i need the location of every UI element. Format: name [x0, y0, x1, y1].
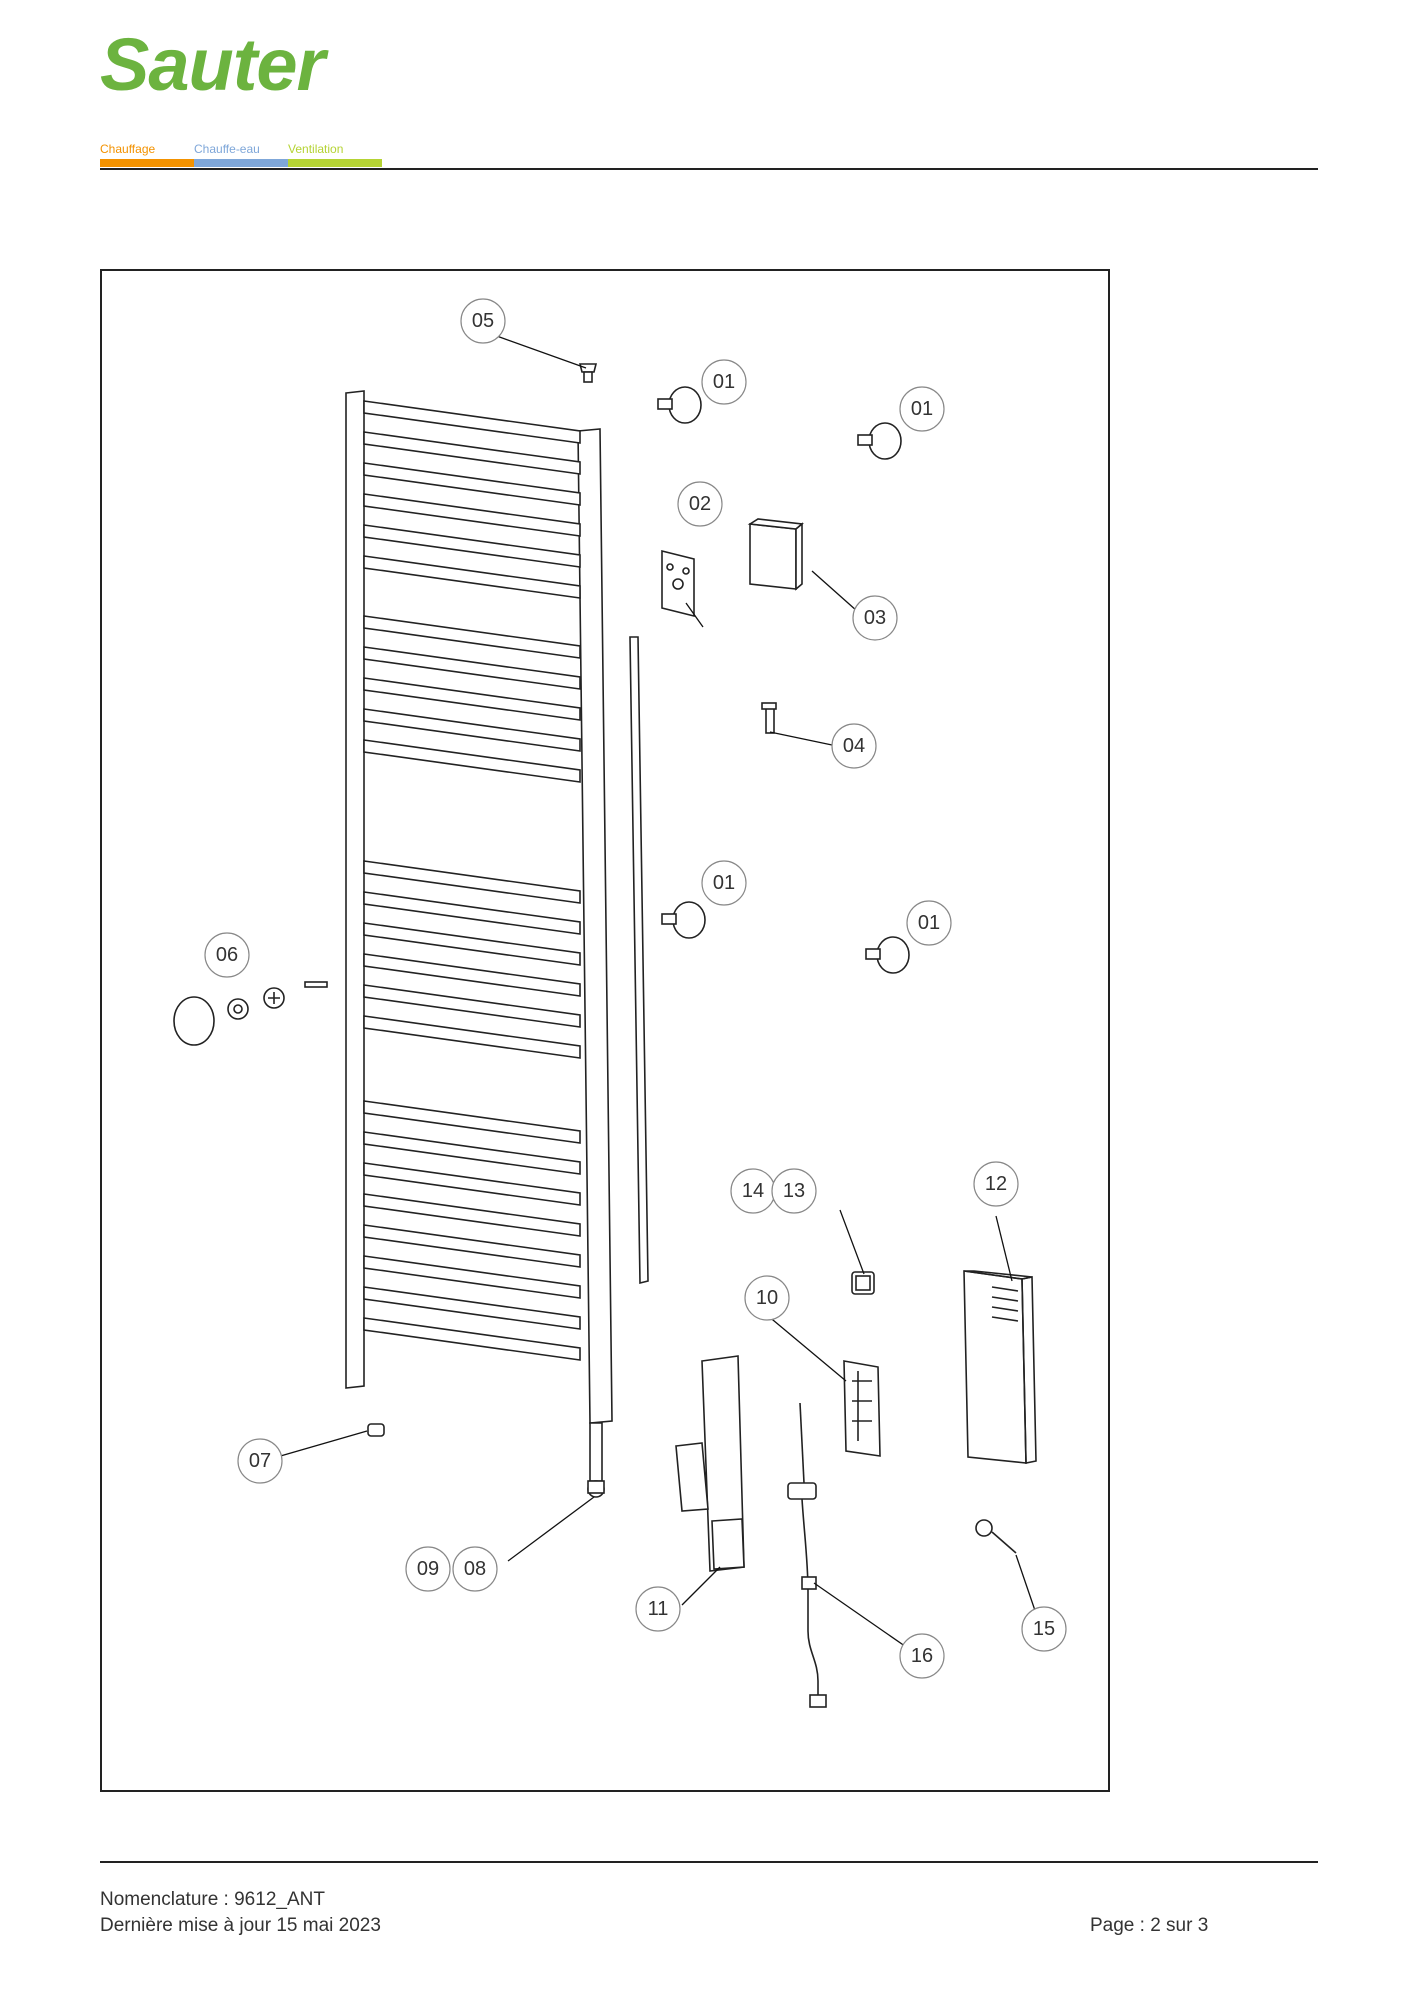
category-chauffage: Chauffage — [100, 142, 156, 156]
callout-14: 14 — [730, 1168, 776, 1214]
part-control-box — [747, 518, 804, 591]
part-wall-bracket-3 — [661, 901, 706, 939]
category-chauffe-eau: Chauffe-eau — [194, 142, 260, 156]
radiator-bar — [363, 1193, 581, 1237]
part-mounting-plate — [661, 549, 695, 618]
header-divider — [100, 168, 1318, 170]
radiator-bar — [363, 646, 581, 690]
radiator-bar — [363, 400, 581, 444]
exploded-view-frame: 05 01 01 02 03 04 01 01 06 14 13 12 10 0… — [100, 269, 1110, 1792]
callout-01-b: 01 — [899, 386, 945, 432]
part-plug — [578, 363, 598, 383]
radiator-bar — [363, 953, 581, 997]
svg-text:10: 10 — [756, 1287, 778, 1309]
callout-13: 13 — [771, 1168, 817, 1214]
callout-11: 11 — [635, 1586, 681, 1632]
svg-text:14: 14 — [742, 1180, 764, 1202]
radiator-bar — [363, 1100, 581, 1144]
radiator-bar — [363, 1162, 581, 1206]
svg-text:07: 07 — [249, 1450, 271, 1472]
radiator-bar — [363, 922, 581, 966]
svg-text:03: 03 — [864, 607, 886, 629]
page-number: Page : 2 sur 3 — [1090, 1915, 1209, 1936]
svg-text:15: 15 — [1033, 1618, 1055, 1640]
radiator-bar — [363, 739, 581, 783]
callout-05: 05 — [460, 298, 506, 344]
part-sensor-harness — [787, 1402, 827, 1708]
part-circuit-board — [843, 1360, 881, 1457]
radiator-bar — [363, 860, 581, 904]
part-electronics-housing — [675, 1355, 745, 1572]
svg-text:04: 04 — [843, 735, 865, 757]
callout-02: 02 — [677, 481, 723, 527]
part-connector — [975, 1519, 1017, 1554]
footer-divider — [100, 1861, 1318, 1863]
part-cover-housing — [963, 1270, 1037, 1464]
exploded-view-diagram: 05 01 01 02 03 04 01 01 06 14 13 12 10 0… — [173, 298, 1067, 1708]
radiator-bar — [363, 984, 581, 1028]
radiator-bar — [363, 677, 581, 721]
radiator-bar — [363, 431, 581, 475]
part-switch — [851, 1271, 875, 1295]
part-wall-bracket-2 — [857, 422, 902, 460]
part-fitting — [587, 1480, 605, 1494]
svg-text:08: 08 — [464, 1558, 486, 1580]
callout-04: 04 — [831, 723, 877, 769]
svg-text:05: 05 — [472, 310, 494, 332]
callout-01-a: 01 — [701, 359, 747, 405]
part-knob-assembly — [173, 981, 328, 1046]
radiator-bar — [363, 1015, 581, 1059]
radiator-bar — [363, 1255, 581, 1299]
svg-text:12: 12 — [985, 1173, 1007, 1195]
radiator-bar — [363, 1131, 581, 1175]
radiator-bar — [363, 524, 581, 568]
last-updated: Dernière mise à jour 15 mai 2023 — [100, 1915, 381, 1936]
category-bar-ventilation — [288, 159, 382, 167]
category-ventilation: Ventilation — [288, 142, 344, 156]
callout-07: 07 — [237, 1438, 283, 1484]
callout-16: 16 — [899, 1633, 945, 1679]
radiator-bars — [363, 400, 581, 1361]
radiator-bar — [363, 1224, 581, 1268]
svg-text:02: 02 — [689, 493, 711, 515]
leader-lines — [276, 334, 1043, 1652]
radiator-body — [345, 390, 613, 1498]
callout-01-d: 01 — [906, 900, 952, 946]
callout-03: 03 — [852, 595, 898, 641]
part-cap — [367, 1423, 385, 1437]
svg-text:16: 16 — [911, 1645, 933, 1667]
nomenclature-reference: Nomenclature : 9612_ANT — [100, 1889, 325, 1910]
radiator-bar — [363, 1286, 581, 1330]
svg-text:01: 01 — [713, 371, 735, 393]
svg-text:09: 09 — [417, 1558, 439, 1580]
callout-01-c: 01 — [701, 860, 747, 906]
callout-12: 12 — [973, 1161, 1019, 1207]
callout-06: 06 — [204, 932, 250, 978]
svg-text:11: 11 — [648, 1598, 669, 1620]
svg-text:06: 06 — [216, 944, 238, 966]
brand-logo: Sauter — [100, 23, 325, 106]
radiator-bar — [363, 555, 581, 599]
callout-09: 09 — [405, 1546, 451, 1592]
radiator-bar — [363, 891, 581, 935]
radiator-bar — [363, 708, 581, 752]
svg-text:01: 01 — [918, 912, 940, 934]
callout-15: 15 — [1021, 1606, 1067, 1652]
part-wall-bracket-1 — [657, 386, 702, 424]
svg-text:01: 01 — [911, 398, 933, 420]
callout-10: 10 — [744, 1275, 790, 1321]
part-wall-bracket-4 — [865, 936, 910, 974]
svg-text:13: 13 — [783, 1180, 805, 1202]
part-clip — [761, 702, 777, 734]
category-bar-chauffage — [100, 159, 194, 167]
side-rail — [629, 636, 649, 1285]
radiator-bar — [363, 462, 581, 506]
radiator-bar — [363, 1317, 581, 1361]
category-bar-chauffe-eau — [194, 159, 288, 167]
radiator-bar — [363, 615, 581, 659]
radiator-bar — [363, 493, 581, 537]
svg-text:01: 01 — [713, 872, 735, 894]
callout-08: 08 — [452, 1546, 498, 1592]
